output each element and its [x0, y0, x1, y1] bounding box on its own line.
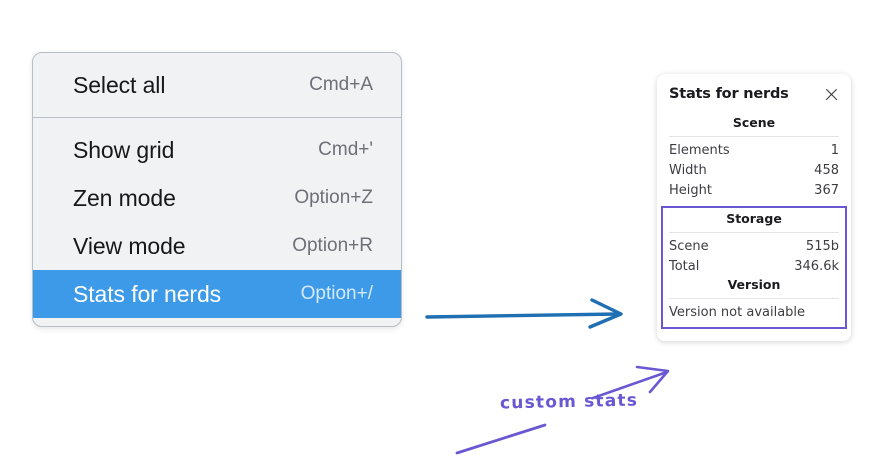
stat-row-width: Width 458 [667, 160, 841, 180]
stat-row-storage-scene: Scene 515b [667, 236, 841, 256]
menu-divider [33, 117, 401, 118]
stat-value: 1 [830, 142, 839, 158]
menu-item-label: View mode [73, 232, 186, 259]
stats-section-version: Version Version not available [667, 276, 841, 323]
menu-item-shortcut: Option+R [292, 235, 373, 256]
stat-key: Height [669, 182, 712, 198]
stat-row-elements: Elements 1 [667, 140, 841, 160]
stat-key: Elements [669, 142, 730, 158]
stat-value: 515b [805, 238, 839, 254]
version-value: Version not available [669, 305, 806, 320]
stat-value: 346.6k [794, 258, 839, 274]
context-menu-group-2: Show grid Cmd+' Zen mode Option+Z View m… [33, 126, 401, 318]
stats-for-nerds-panel: Stats for nerds Scene Elements 1 Width 4… [657, 74, 851, 341]
section-heading-storage: Storage [726, 211, 782, 226]
section-rule [669, 232, 839, 233]
section-rule [669, 298, 839, 299]
stat-key: Scene [669, 238, 709, 254]
stat-value: 367 [814, 182, 839, 198]
context-menu-group-1: Select all Cmd+A [33, 61, 401, 109]
menu-item-stats-for-nerds[interactable]: Stats for nerds Option+/ [33, 270, 401, 318]
section-heading-version: Version [727, 277, 781, 292]
menu-item-view-mode[interactable]: View mode Option+R [33, 222, 401, 270]
custom-stats-highlight-box: Storage Scene 515b Total 346.6k Version … [661, 206, 847, 329]
stat-key: Width [669, 162, 707, 178]
menu-item-label: Select all [73, 71, 166, 98]
stats-panel-title: Stats for nerds [669, 86, 789, 102]
stats-section-storage: Storage Scene 515b Total 346.6k [667, 210, 841, 276]
close-icon[interactable] [824, 87, 839, 102]
context-menu[interactable]: Select all Cmd+A Show grid Cmd+' Zen mod… [32, 52, 402, 327]
section-rule [669, 136, 839, 137]
menu-item-shortcut: Option+/ [300, 283, 373, 304]
section-heading-scene: Scene [732, 115, 776, 130]
stats-section-scene: Scene Elements 1 Width 458 Height 367 [667, 114, 841, 200]
menu-item-shortcut: Option+Z [294, 187, 373, 208]
menu-item-select-all[interactable]: Select all Cmd+A [33, 61, 401, 109]
menu-item-shortcut: Cmd+A [309, 74, 373, 95]
stats-panel-header: Stats for nerds [667, 84, 841, 102]
menu-item-show-grid[interactable]: Show grid Cmd+' [33, 126, 401, 174]
purple-underline [455, 423, 547, 455]
stat-row-height: Height 367 [667, 180, 841, 200]
menu-item-label: Stats for nerds [73, 280, 222, 307]
stat-key: Total [669, 258, 700, 274]
custom-stats-annotation-label: custom stats [499, 390, 639, 414]
blue-arrow [425, 298, 623, 329]
menu-item-label: Zen mode [73, 184, 176, 211]
menu-item-label: Show grid [73, 136, 175, 163]
menu-item-shortcut: Cmd+' [318, 139, 373, 160]
stat-value: 458 [814, 162, 839, 178]
menu-item-zen-mode[interactable]: Zen mode Option+Z [33, 174, 401, 222]
stat-row-storage-total: Total 346.6k [667, 256, 841, 276]
